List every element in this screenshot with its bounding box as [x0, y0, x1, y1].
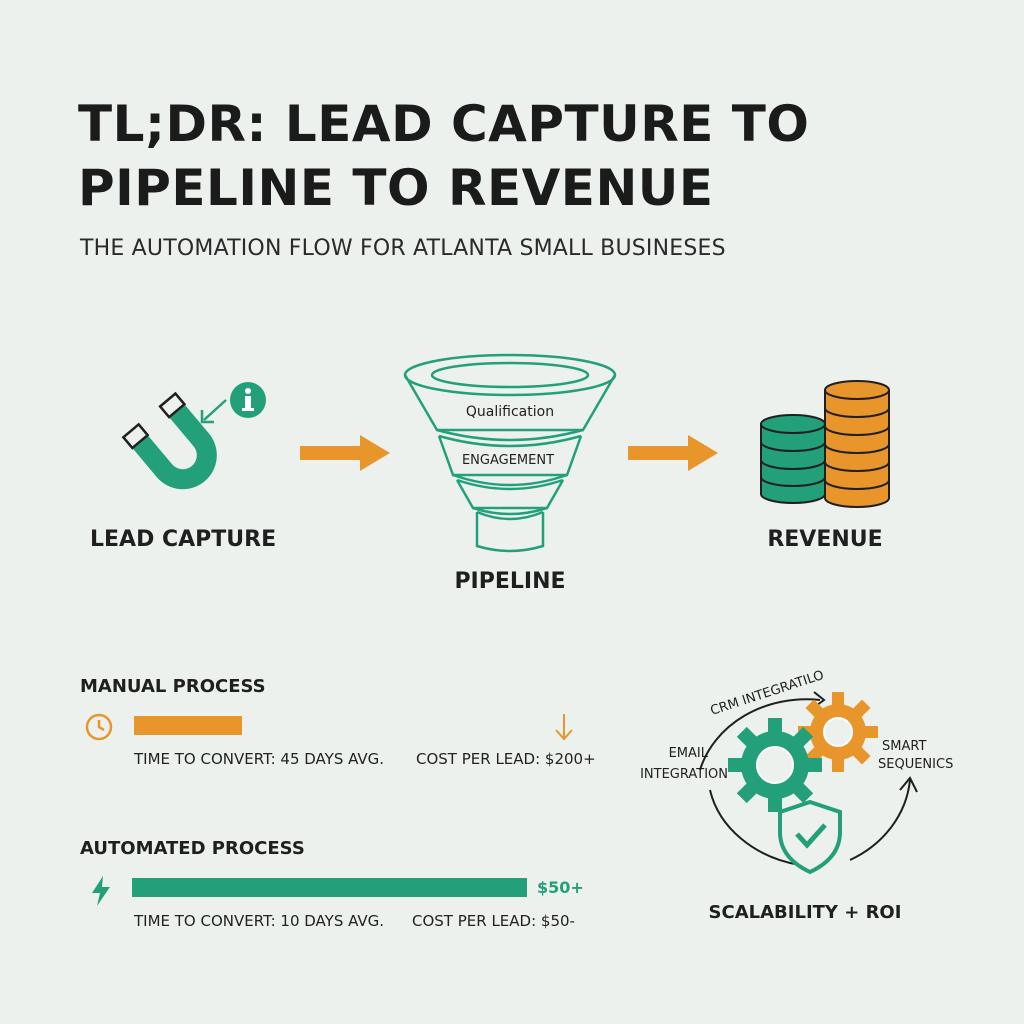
funnel-stage-engagement: ENGAGEMENT [462, 453, 554, 468]
magnet-icon [121, 391, 217, 490]
automated-time-bar [132, 878, 527, 897]
arrow-right-icon [300, 435, 390, 471]
info-icon [230, 382, 266, 418]
revenue-label: REVENUE [767, 527, 883, 552]
title-line-2: PIPELINE TO REVENUE [78, 159, 714, 217]
manual-cost-per-lead: COST PER LEAD: $200+ [416, 750, 596, 768]
title-line-1: TL;DR: LEAD CAPTURE TO [78, 95, 810, 153]
smart-label-line-1: SMART [882, 739, 926, 754]
funnel-icon: Qualification ENGAGEMENT [403, 353, 617, 553]
manual-process-heading: MANUAL PROCESS [80, 676, 266, 697]
gear-icon [728, 718, 822, 812]
arrow-down-icon [555, 714, 573, 741]
automated-time-to-convert: TIME TO CONVERT: 10 DAYS AVG. [134, 912, 385, 930]
automated-cost-per-lead: COST PER LEAD: $50- [412, 912, 575, 930]
email-label-line-1: EMAIL [669, 746, 709, 761]
smart-label-line-2: SEQUENICS [878, 757, 953, 772]
crm-integration-label: CRM INTEGRATILO [709, 668, 826, 719]
coins-icon [760, 380, 890, 508]
lead-capture-label: LEAD CAPTURE [90, 527, 277, 552]
manual-time-bar [134, 716, 242, 735]
scalability-roi-label: SCALABILITY + ROI [708, 902, 902, 923]
automated-process-heading: AUTOMATED PROCESS [80, 838, 305, 859]
page-subtitle: THE AUTOMATION FLOW FOR ATLANTA SMALL BU… [80, 236, 726, 261]
shield-check-icon [778, 799, 842, 875]
manual-time-to-convert: TIME TO CONVERT: 45 DAYS AVG. [134, 750, 385, 768]
clock-icon [85, 713, 113, 741]
email-label-line-2: INTEGRATION [640, 767, 728, 782]
gear-icon [798, 692, 878, 772]
page-title: TL;DR: LEAD CAPTURE TO PIPELINE TO REVEN… [78, 92, 978, 220]
arrow-right-icon [628, 435, 718, 471]
funnel-stage-qualification: Qualification [466, 404, 554, 420]
capture-arrow-icon [200, 399, 227, 424]
automated-bar-value: $50+ [537, 878, 584, 897]
lightning-icon [92, 876, 110, 906]
pipeline-label: PIPELINE [454, 569, 566, 594]
integration-cycle-diagram: CRM INTEGRATILO EMAIL INTEGRATION SMART … [640, 668, 953, 875]
